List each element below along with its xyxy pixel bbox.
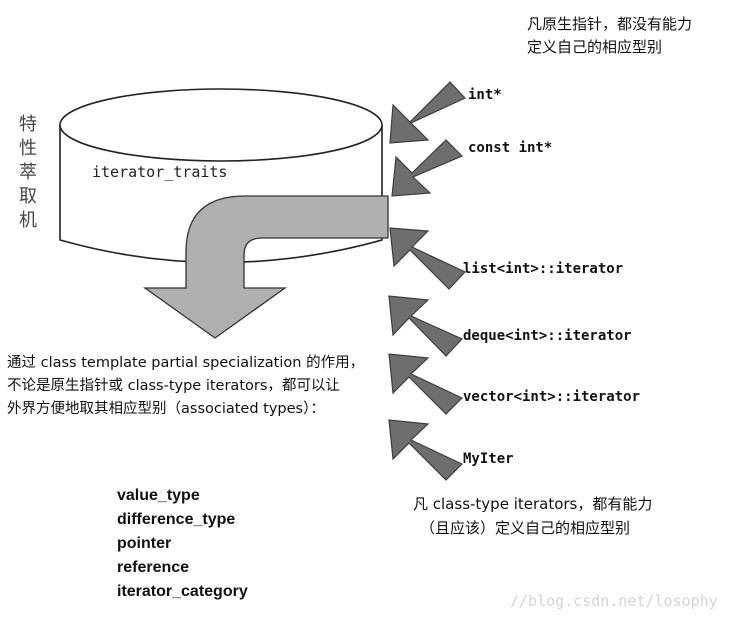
side-label: 特 性 萃 取 机	[16, 113, 40, 233]
class-type-note-line-1: 凡 class-type iterators，都有能力	[413, 495, 653, 513]
partial-specialization-note-line-2: 不论是原生指针或 class-type iterators，都可以让	[7, 378, 340, 394]
input-arrow-deque-iterator	[388, 295, 464, 357]
watermark: //blog.csdn.net/losophy	[510, 592, 718, 610]
class-type-note-line-2: （且应该）定义自己的相应型别	[420, 519, 631, 537]
side-label-char: 特	[19, 114, 37, 135]
partial-specialization-note: 通过 class template partial specialization…	[7, 352, 364, 421]
raw-pointer-note-line-1: 凡原生指针，都没有能力	[527, 15, 693, 33]
output-bent-arrow	[142, 195, 389, 339]
side-label-char: 性	[19, 138, 37, 159]
input-arrow-const-int-ptr	[391, 139, 464, 197]
input-arrow-myiter	[388, 419, 464, 481]
side-label-char: 萃	[19, 162, 37, 183]
raw-pointer-note-line-2: 定义自己的相应型别	[527, 38, 663, 56]
input-arrow-list-iterator	[389, 227, 467, 290]
side-label-char: 机	[19, 210, 37, 231]
cylinder-top	[59, 88, 383, 162]
input-label-int-ptr: int*	[468, 87, 502, 103]
associated-types-list: value_type difference_type pointer refer…	[117, 484, 248, 604]
input-label-deque-iterator: deque<int>::iterator	[463, 328, 632, 344]
input-arrow-vector-iterator	[388, 353, 464, 415]
associated-type-item: difference_type	[117, 511, 236, 528]
input-label-myiter: MyIter	[463, 451, 514, 467]
side-label-char: 取	[19, 186, 37, 207]
iterator-traits-cylinder	[59, 88, 383, 264]
input-label-const-int-ptr: const int*	[468, 140, 553, 156]
cylinder-label: iterator_traits	[92, 163, 228, 181]
associated-type-item: value_type	[117, 487, 200, 504]
associated-type-item: pointer	[117, 535, 172, 552]
partial-specialization-note-line-3: 外界方便地取其相应型别（associated types）：	[7, 401, 325, 417]
associated-type-item: reference	[117, 559, 190, 576]
input-label-vector-iterator: vector<int>::iterator	[463, 389, 641, 405]
input-arrow-int-ptr	[389, 81, 467, 144]
input-label-list-iterator: list<int>::iterator	[463, 261, 624, 277]
associated-type-item: iterator_category	[117, 583, 248, 600]
partial-specialization-note-line-1: 通过 class template partial specialization…	[7, 355, 365, 371]
